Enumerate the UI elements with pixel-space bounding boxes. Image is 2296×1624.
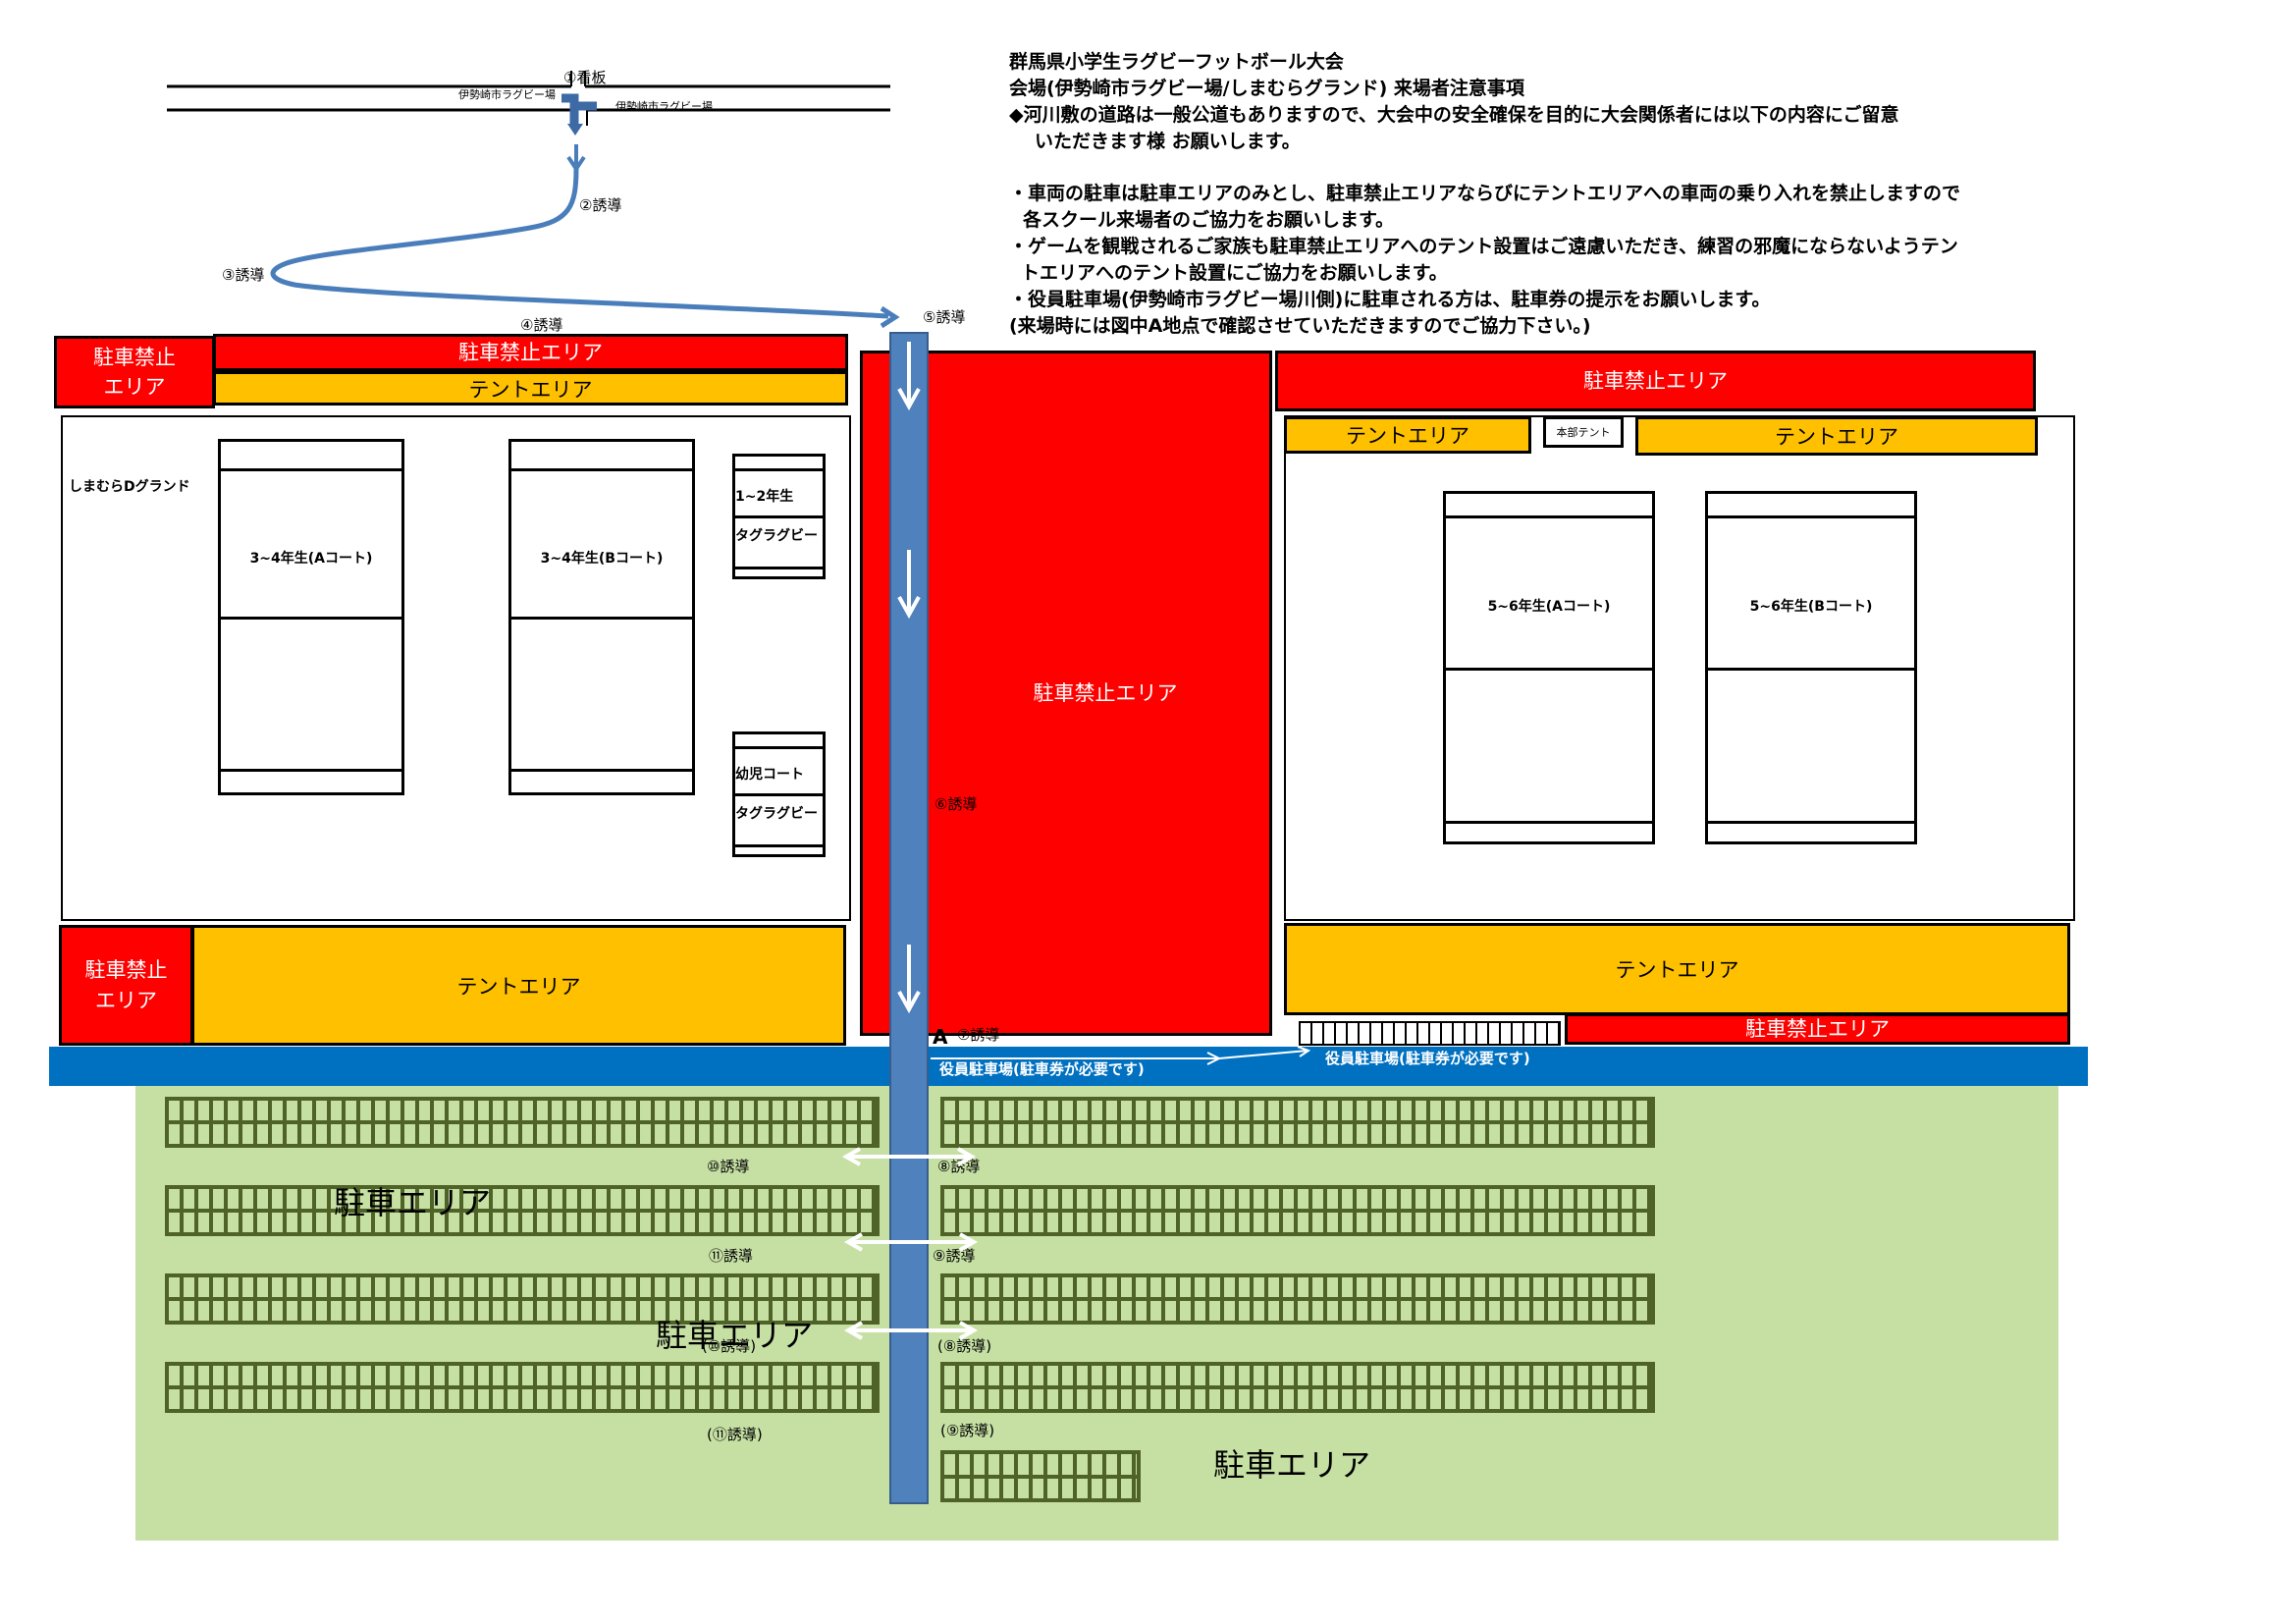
parking-area-label: 駐車エリア: [1213, 1446, 1371, 1484]
guide-2-label: ②誘導: [579, 196, 622, 214]
notice-item: 各スクール来場者のご協力をお願いします。: [1023, 209, 1395, 231]
tent-area: テントエリア: [1284, 416, 1531, 454]
no-parking-area: 駐車禁止エリア: [860, 351, 1272, 1036]
court-label: 3~4年生(Bコート): [540, 551, 664, 567]
court-label: 幼児コート: [735, 767, 804, 783]
guide-route: [270, 168, 889, 319]
guide-8-alt-label: (⑧誘導): [937, 1337, 992, 1355]
parking-row: [940, 1450, 1141, 1502]
court-1-2: 1~2年生 タグラグビー: [732, 454, 826, 579]
guide-5-label: ⑤誘導: [923, 308, 966, 326]
parking-row: [165, 1362, 880, 1413]
notice-title: 群馬県小学生ラグビーフットボール大会: [1009, 51, 1344, 73]
tent-area: テントエリア: [191, 925, 846, 1046]
route-map: [167, 71, 900, 329]
notice-block: 群馬県小学生ラグビーフットボール大会 会場(伊勢崎市ラグビー場/しまむらグランド…: [1009, 49, 1960, 340]
parking-row: [940, 1273, 1655, 1325]
no-parking-area: 駐車禁止エリア: [1565, 1013, 2070, 1045]
court-label: 3~4年生(Aコート): [249, 551, 373, 567]
guide-channel-arrows: [841, 342, 979, 1340]
court-5-6-a: 5~6年生(Aコート): [1443, 491, 1655, 844]
no-parking-area: 駐車禁止 エリア: [59, 925, 193, 1046]
double-arrow-icon: [843, 1321, 979, 1340]
double-arrow-icon: [841, 1147, 977, 1166]
court-5-6-b: 5~6年生(Bコート): [1705, 491, 1917, 844]
riverside-road: [49, 1047, 2088, 1086]
guide-arrow-icon: [566, 144, 586, 173]
shimamura-ground: [61, 415, 851, 921]
guide-3-label: ③誘導: [222, 266, 265, 284]
parking-row: [165, 1185, 880, 1236]
guide-6-label: ⑥誘導: [934, 795, 978, 813]
tent-area: テントエリア: [213, 371, 848, 406]
sign-label: ①看板: [563, 69, 607, 86]
no-parking-area: 駐車禁止エリア: [213, 334, 848, 371]
down-arrow-icon: [897, 550, 921, 620]
guide-11-alt-label: (⑪誘導): [707, 1426, 763, 1443]
ground-name: しまむらDグランド: [69, 479, 190, 495]
parking-area-label: 駐車エリア: [334, 1184, 492, 1221]
notice-lead: ◆河川敷の道路は一般公道もありますので、大会中の安全確保を目的に大会関係者には以…: [1009, 104, 1899, 126]
notice-item: トエリアへのテント設置にご協力をお願いします。: [1021, 262, 1448, 284]
notice-lead-cont: いただきます様 お願いします。: [1035, 131, 1301, 152]
down-arrow-icon: [897, 342, 921, 411]
sign-left-label: 伊勢崎市ラグビー場: [458, 88, 556, 101]
guide-channel: [889, 332, 929, 1504]
court-3-4-a: 3~4年生(Aコート): [218, 439, 404, 795]
official-parking-label: 役員駐車場(駐車券が必要です): [939, 1060, 1145, 1078]
point-a: A: [933, 1025, 948, 1049]
official-parking-stalls: [1299, 1021, 1561, 1046]
no-parking-area: 駐車禁止 エリア: [54, 336, 215, 408]
tent-area: テントエリア: [1284, 923, 2070, 1015]
notice-item: ・車両の駐車は駐車エリアのみとし、駐車禁止エリアならびにテントエリアへの車両の乗…: [1009, 183, 1961, 204]
court-label: タグラグビー: [735, 528, 818, 544]
guide-10-label: ⑩誘導: [707, 1158, 750, 1175]
guide-10-alt-label: (⑩誘導): [702, 1337, 757, 1355]
tent-area: テントエリア: [1635, 416, 2038, 456]
court-label: 1~2年生: [735, 489, 794, 505]
right-field: [1284, 415, 2075, 921]
court-label: 5~6年生(Aコート): [1487, 599, 1611, 615]
official-parking-label: 役員駐車場(駐車券が必要です): [1325, 1050, 1530, 1067]
parking-area-label: 駐車エリア: [656, 1317, 814, 1354]
turn-arrow-icon: [561, 93, 597, 126]
parking-row: [165, 1273, 880, 1325]
court-infant: 幼児コート タグラグビー: [732, 731, 826, 857]
parking-row: [165, 1097, 880, 1148]
court-3-4-b: 3~4年生(Bコート): [508, 439, 695, 795]
notice-item: (来場時には図中A地点で確認させていただきますのでご協力下さい。): [1009, 315, 1591, 337]
guide-7-label: ⑦誘導: [957, 1026, 1000, 1044]
guide-11-label: ⑪誘導: [709, 1247, 754, 1265]
notice-venue: 会場(伊勢崎市ラグビー場/しまむらグランド) 来場者注意事項: [1009, 78, 1524, 99]
guide-4-label: ④誘導: [520, 316, 563, 334]
court-label: 5~6年生(Bコート): [1749, 599, 1873, 615]
notice-item: ・ゲームを観戦されるご家族も駐車禁止エリアへのテント設置はご遠慮いただき、練習の…: [1009, 236, 1958, 257]
parking-row: [940, 1362, 1655, 1413]
court-label: タグラグビー: [735, 806, 818, 822]
guide-9-alt-label: (⑨誘導): [940, 1422, 995, 1439]
guide-9-label: ⑨誘導: [933, 1247, 976, 1265]
no-parking-area: 駐車禁止エリア: [1275, 351, 2036, 411]
down-arrow-icon: [897, 945, 921, 1014]
notice-item: ・役員駐車場(伊勢崎市ラグビー場川側)に駐車される方は、駐車券の提示をお願いしま…: [1009, 289, 1771, 310]
parking-row: [940, 1097, 1655, 1148]
official-route-arrow: [931, 1046, 1311, 1065]
sign-right-label: 伊勢崎市ラグビー場: [615, 100, 713, 113]
parking-row: [940, 1185, 1655, 1236]
double-arrow-icon: [843, 1232, 979, 1252]
guide-8-label: ⑧誘導: [937, 1158, 981, 1175]
hq-tent: 本部テント: [1543, 416, 1624, 448]
